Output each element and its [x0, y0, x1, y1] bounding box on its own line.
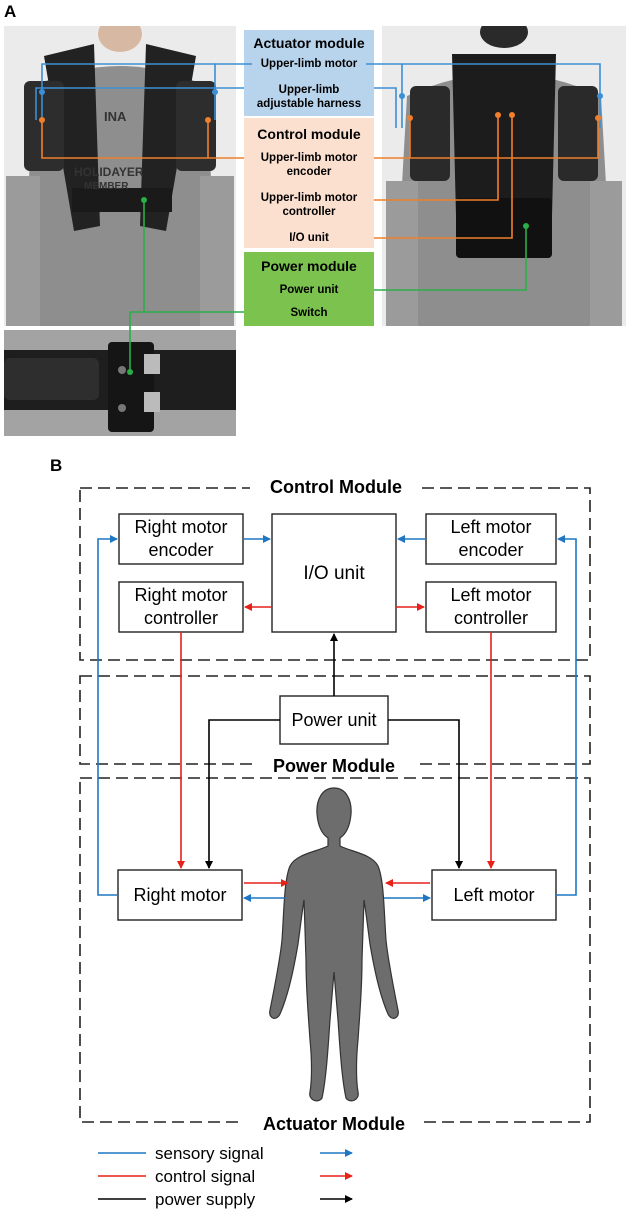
- control-module-title: Control module: [257, 126, 361, 142]
- legend-control: control signal: [155, 1167, 255, 1186]
- adjustable-harness-label: adjustable harness: [256, 98, 362, 110]
- right-motor-box: [117, 869, 243, 921]
- callout-harness-front: [35, 87, 244, 120]
- motor-encoder-label-1: Upper-limb motor: [260, 152, 358, 164]
- callout-io: [374, 115, 513, 239]
- io-unit-label: I/O unit: [289, 232, 329, 244]
- switch-closeup-photo: [4, 330, 236, 436]
- power-module-title: Power module: [261, 258, 357, 274]
- shirt-text-2: HOLIDAYER: [74, 165, 144, 179]
- right-encoder-text-1: Right motor: [134, 517, 227, 537]
- motor-controller-label-2: controller: [282, 206, 336, 218]
- callout-motor-back: [366, 63, 601, 128]
- shirt-text-3: MEMBER: [84, 181, 129, 192]
- callout-power-unit: [374, 226, 527, 291]
- upper-limb-motor-label: Upper-limb motor: [260, 58, 358, 70]
- right-controller-text-2: controller: [144, 608, 218, 628]
- left-motor-text: Left motor: [453, 885, 534, 905]
- panel-b-label: B: [50, 456, 63, 475]
- front-view-illustration: INA HOLIDAYER MEMBER: [4, 26, 236, 326]
- human-body-silhouette: [269, 787, 399, 1102]
- back-view-photo: [382, 26, 626, 326]
- callout-harness-back: [374, 87, 397, 128]
- panel-a-callout-lines: [35, 63, 603, 375]
- right-motor-text: Right motor: [133, 885, 226, 905]
- right-encoder-text-2: encoder: [148, 540, 213, 560]
- actuator-module-box: [244, 30, 374, 116]
- callout-controller: [374, 115, 499, 201]
- motor-encoder-label-2: encoder: [286, 166, 332, 178]
- legend-power: power supply: [155, 1190, 256, 1209]
- power-unit-label: Power unit: [279, 284, 339, 296]
- power-module-box: [244, 252, 374, 326]
- left-encoder-text-2: encoder: [458, 540, 523, 560]
- io-unit-text: I/O unit: [303, 563, 365, 584]
- left-controller-text-1: Left motor: [450, 585, 531, 605]
- switch-closeup-illustration: [4, 330, 236, 436]
- back-view-illustration: [382, 26, 626, 326]
- front-view-photo: INA HOLIDAYER MEMBER: [4, 26, 236, 326]
- callout-encoder-front: [41, 120, 244, 159]
- left-controller-text-2: controller: [454, 608, 528, 628]
- power-module-heading: Power Module: [273, 756, 395, 776]
- control-module-box: [244, 118, 374, 248]
- legend: sensory signal control signal power supp…: [98, 1144, 353, 1209]
- left-motor-controller-box: [425, 581, 557, 633]
- panel-a-label: A: [4, 2, 17, 21]
- motor-controller-label-1: Upper-limb motor: [260, 192, 358, 204]
- actuator-module-heading: Actuator Module: [263, 1114, 405, 1134]
- right-motor-controller-box: [118, 581, 244, 633]
- control-module-heading: Control Module: [270, 477, 402, 497]
- legend-sensory: sensory signal: [155, 1144, 264, 1163]
- right-motor-encoder-box: [118, 513, 244, 565]
- io-unit-box: [271, 513, 397, 633]
- callout-encoder-back: [374, 118, 599, 159]
- upper-limb-label: Upper-limb: [278, 84, 340, 96]
- right-controller-text-1: Right motor: [134, 585, 227, 605]
- left-motor-encoder-box: [425, 513, 557, 565]
- actuator-module-title: Actuator module: [253, 35, 365, 51]
- power-unit-text: Power unit: [291, 710, 376, 730]
- left-motor-box: [431, 869, 557, 921]
- shirt-text-1: INA: [104, 109, 127, 124]
- left-encoder-text-1: Left motor: [450, 517, 531, 537]
- switch-label: Switch: [290, 307, 328, 319]
